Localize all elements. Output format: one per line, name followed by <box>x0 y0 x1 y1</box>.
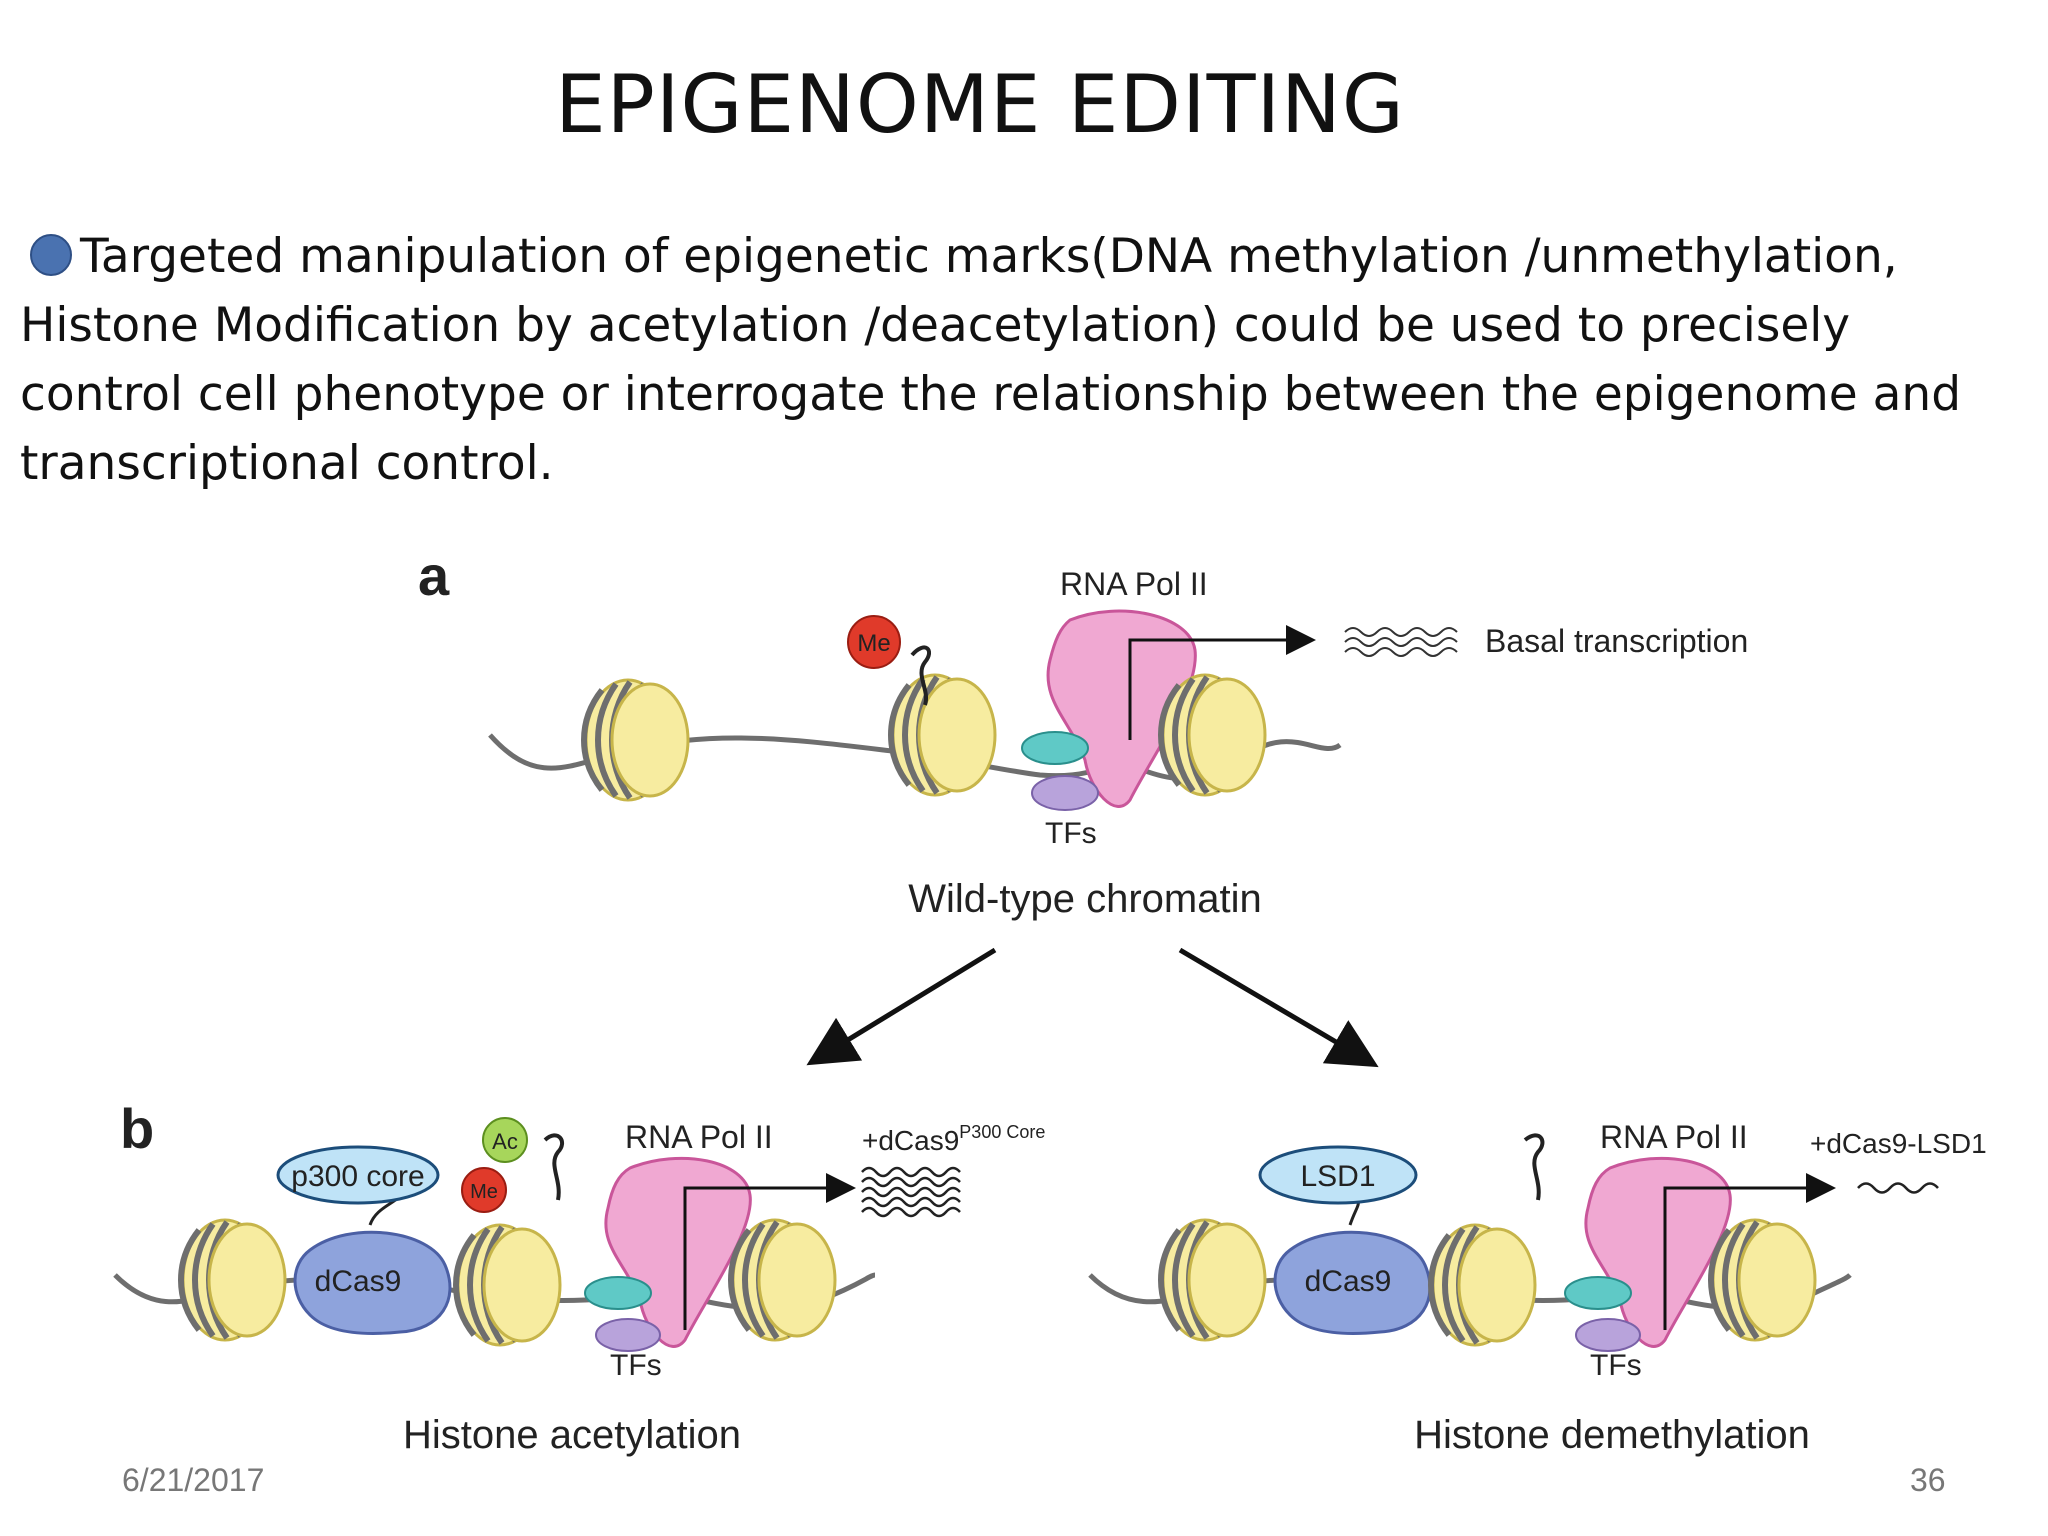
transcript-wave-a <box>1344 627 1458 657</box>
lsd1-label: LSD1 <box>1300 1160 1375 1193</box>
bullet-paragraph: Targeted manipulation of epigenetic mark… <box>20 222 2010 498</box>
caption-histone-acetylation: Histone acetylation <box>403 1413 741 1457</box>
output-superscript: P300 Core <box>959 1122 1045 1142</box>
transcription-arrow-b-right <box>1663 1173 1836 1330</box>
nucleosome-b-left-2 <box>456 1225 560 1345</box>
arrow-to-demethylation <box>1178 947 1379 1068</box>
transcription-arrow-b-left <box>683 1173 856 1330</box>
nucleosome-b-right-2 <box>1431 1225 1535 1345</box>
panel-b-letter: b <box>120 1097 154 1160</box>
output-label-b-right: +dCas9-LSD1 <box>1810 1128 1987 1159</box>
p300-core-ellipse <box>276 1145 440 1205</box>
transcript-wave-b-left <box>861 1166 961 1218</box>
tf-teal-b-left <box>584 1276 652 1310</box>
ac-label: Ac <box>492 1129 518 1154</box>
nucleosome-a1 <box>584 680 688 800</box>
nucleosome-b-right-3 <box>1711 1220 1815 1340</box>
transcription-arrow-a <box>1128 625 1316 740</box>
nucleosome-a3 <box>1161 675 1265 795</box>
nucleosome-b-right-1 <box>1161 1220 1265 1340</box>
tf-purple-b-right <box>1575 1318 1641 1352</box>
rna-pol-ii-a <box>1046 609 1197 808</box>
nucleosome-a2 <box>891 675 995 795</box>
bullet-circle-icon <box>30 234 72 276</box>
lsd1-ellipse <box>1258 1145 1418 1205</box>
rna-pol-label-b-left: RNA Pol II <box>625 1119 773 1155</box>
footer-page-number: 36 <box>1910 1462 1946 1498</box>
slide-title: EPIGENOME EDITING <box>555 58 1405 151</box>
rna-pol-label-a: RNA Pol II <box>1060 566 1208 602</box>
histone-tail-b-left <box>543 1133 565 1201</box>
tfs-label-b-left: TFs <box>610 1349 662 1382</box>
histone-tail-a <box>910 645 932 706</box>
p300-core-label: p300 core <box>291 1160 424 1193</box>
arrow-to-acetylation <box>806 947 997 1066</box>
me-mark-b-left <box>461 1167 507 1213</box>
dcas9-label-right: dCas9 <box>1305 1265 1392 1298</box>
me-label-b-left: Me <box>470 1181 498 1203</box>
output-label-b-left: +dCas9P300 Core <box>862 1122 1045 1156</box>
tf-purple-a <box>1031 775 1099 811</box>
tfs-label-b-right: TFs <box>1590 1349 1642 1382</box>
basal-transcription-label: Basal transcription <box>1485 623 1748 659</box>
caption-histone-demethylation: Histone demethylation <box>1414 1413 1810 1457</box>
me-label-a: Me <box>857 630 890 657</box>
tfs-label-a: TFs <box>1045 817 1097 850</box>
nucleosome-b-left-1 <box>181 1220 285 1340</box>
ac-mark <box>482 1117 528 1163</box>
footer-date: 6/21/2017 <box>122 1462 265 1498</box>
me-mark-a <box>847 615 901 669</box>
dcas9-body-left <box>293 1230 452 1335</box>
tf-teal-a <box>1021 731 1089 765</box>
tf-purple-b-left <box>595 1318 661 1352</box>
rna-pol-label-b-right: RNA Pol II <box>1600 1119 1748 1155</box>
bullet-text: Targeted manipulation of epigenetic mark… <box>20 229 1962 491</box>
panel-a-letter: a <box>418 544 450 607</box>
nucleosome-b-left-3 <box>731 1220 835 1340</box>
transcript-wave-b-right <box>1857 1182 1939 1194</box>
dcas9-label-left: dCas9 <box>315 1265 402 1298</box>
caption-wild-type: Wild-type chromatin <box>908 877 1261 921</box>
dcas9-body-right <box>1273 1230 1432 1335</box>
tf-teal-b-right <box>1564 1276 1632 1310</box>
histone-tail-b-right <box>1523 1133 1545 1201</box>
output-prefix: +dCas9 <box>862 1125 959 1156</box>
